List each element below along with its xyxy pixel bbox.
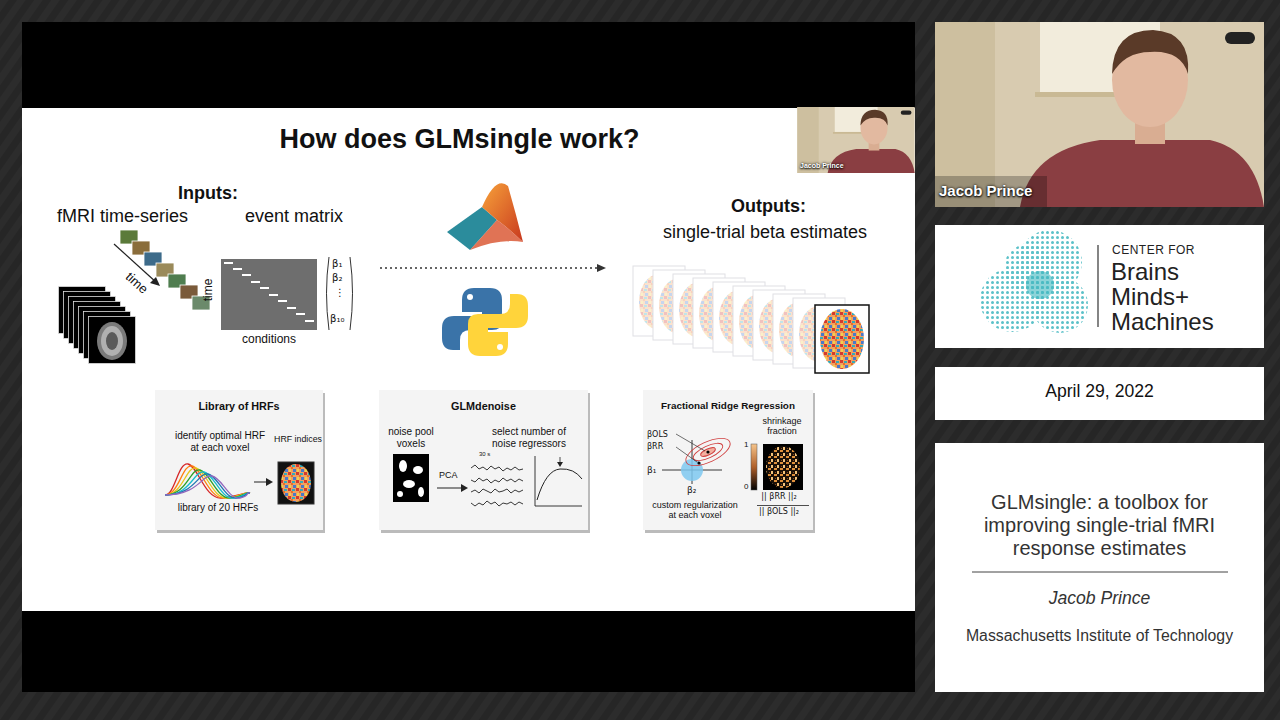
node-text: custom regularization at each voxel [649, 500, 741, 521]
label: β₁₀ [330, 313, 344, 325]
node-text: identify optimal HRF at each voxel [171, 430, 269, 453]
label: β₂ [332, 272, 342, 284]
label: Inputs: [178, 183, 238, 204]
slide-title: How does GLMsingle work? [22, 124, 897, 155]
node-text: Machines [1111, 308, 1214, 336]
node-text: noise pool voxels [385, 426, 437, 449]
node-text: Massachusetts Institute of Technology [935, 627, 1264, 645]
node-text: Jacob Prince [935, 588, 1264, 608]
label: β₁ [332, 258, 342, 270]
node-text: || βOLS ||₂ [747, 507, 811, 516]
node-text: CENTER FOR [1112, 244, 1195, 258]
node-text: HRF indices [273, 434, 323, 444]
webcam-inset: Jacob Prince [797, 107, 915, 173]
node-text: Fractional Ridge Regression [643, 400, 813, 411]
node-text: select number of noise regressors [484, 426, 574, 449]
method-panel: Fractional Ridge Regression βOLS βRR β₁ β₂ sh… [643, 390, 813, 530]
label: Outputs: [731, 196, 806, 217]
node-text: 30 s [479, 451, 490, 458]
node-text: GLMsingle: a toolbox for improving singl… [960, 491, 1239, 560]
node-text: Minds+ [1111, 283, 1189, 311]
label: fMRI time-series [57, 206, 188, 227]
node-text: Jacob Prince [939, 182, 1032, 199]
node-text: βOLS [647, 430, 668, 439]
node-text: 0 [744, 482, 748, 491]
label: ⋮ [335, 287, 345, 299]
node-text: βRR [647, 442, 663, 451]
label: time [202, 279, 216, 302]
node-text: β₁ [647, 465, 656, 475]
node-text: Jacob Prince [800, 162, 844, 170]
webcam-panel: Jacob Prince [935, 22, 1264, 207]
label: event matrix [245, 206, 343, 227]
node-text: 1 [744, 440, 748, 449]
node-text: April 29, 2022 [935, 381, 1264, 401]
logo-panel: CENTER FORBrainsMinds+Machines [935, 225, 1264, 348]
node-text: library of 20 HRFs [159, 502, 277, 514]
date-panel: April 29, 2022 [935, 367, 1264, 420]
talk-title-panel: GLMsingle: a toolbox for improving singl… [935, 443, 1264, 692]
method-panel: GLMdenoise noise pool voxels select number… [379, 390, 588, 530]
label: single-trial beta estimates [663, 222, 867, 243]
node-text: β₂ [687, 485, 696, 495]
method-panel: Library of HRFs identify optimal HRF at e… [155, 390, 323, 530]
node-text: shrinkage fraction [753, 416, 811, 437]
node-text: PCA [439, 470, 458, 480]
node-text: Brains [1111, 258, 1179, 286]
node-text: Library of HRFs [155, 400, 323, 412]
node-text: || βRR ||₂ [747, 492, 811, 501]
label: conditions [221, 333, 317, 347]
node-text: GLMdenoise [379, 400, 588, 412]
